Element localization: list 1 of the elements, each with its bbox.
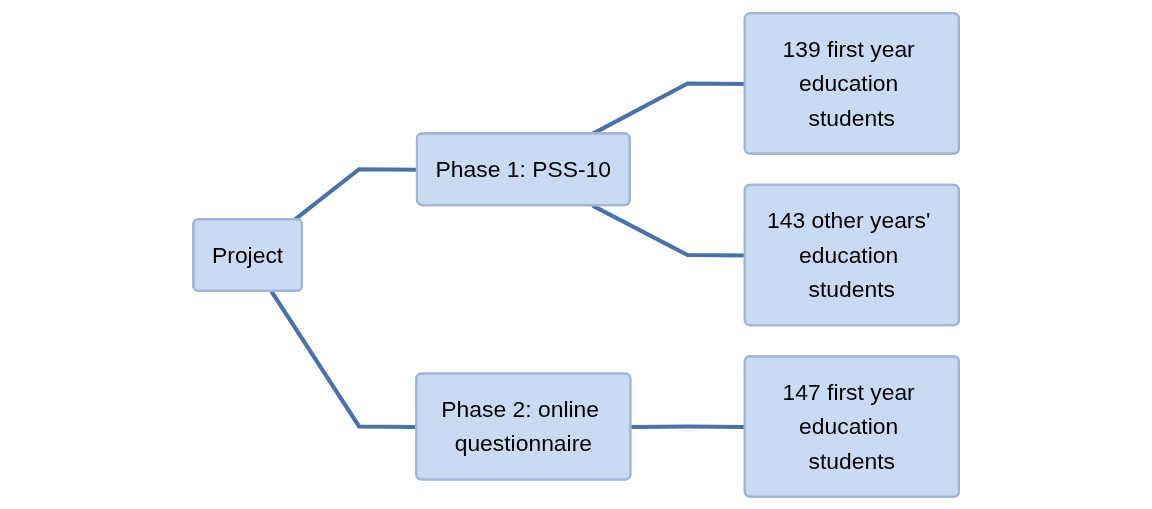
diagram: Project Phase 1: PSS-10 Phase 2: online questionnaire 139 first year education students 143 other years' education students 147 first year education students — [184, 4, 968, 505]
